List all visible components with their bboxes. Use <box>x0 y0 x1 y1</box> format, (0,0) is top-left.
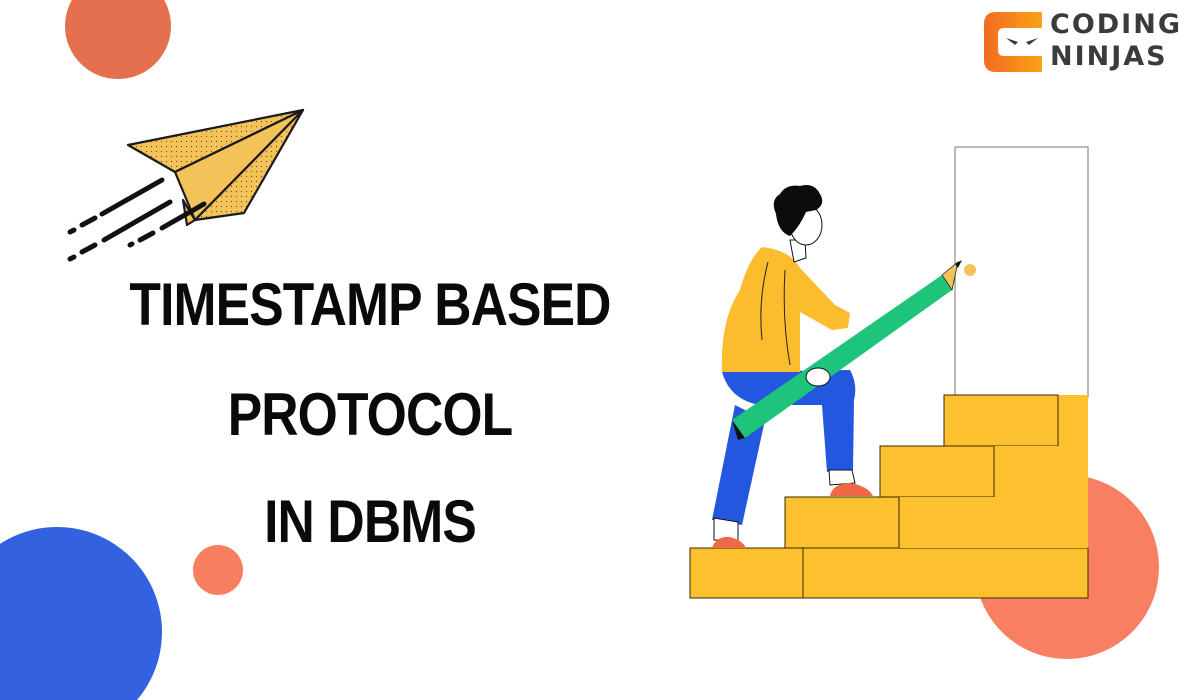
logo-text-ninjas: NINJAS <box>1050 41 1168 72</box>
orange-circle-top-left <box>65 0 171 79</box>
front-shoe <box>830 483 873 496</box>
pencil-dot <box>964 264 976 276</box>
headline-line-1: TIMESTAMP BASED <box>129 271 611 338</box>
hair <box>773 185 823 236</box>
salmon-circle-small <box>193 545 243 595</box>
back-shoe <box>712 536 746 548</box>
hand <box>805 367 831 387</box>
headline-line-3: IN DBMS <box>264 488 477 555</box>
logo-text-coding: CODING <box>1050 9 1182 40</box>
coding-ninjas-c-mask-icon <box>984 12 1042 72</box>
hoodie <box>721 247 850 372</box>
coding-ninjas-logo[interactable]: CODING NINJAS <box>982 8 1192 76</box>
pencil <box>732 260 962 440</box>
paper-frame <box>954 146 1089 398</box>
front-leg <box>722 370 856 472</box>
blue-circle-bottom-left <box>0 527 162 700</box>
headline-line-2: PROTOCOL <box>227 381 513 448</box>
back-leg <box>712 405 765 525</box>
stairs <box>689 394 1089 599</box>
